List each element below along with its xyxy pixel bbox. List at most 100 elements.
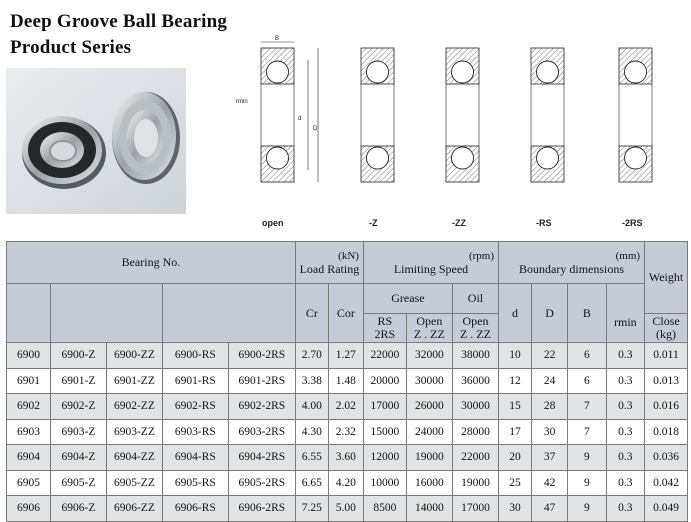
header-d: d xyxy=(498,283,532,343)
label-zz: -ZZ xyxy=(452,218,466,228)
shielded-bearing xyxy=(112,92,180,184)
dim-unit: (mm) xyxy=(615,249,641,262)
cell-open: 6905 xyxy=(6,469,51,496)
label-z: -Z xyxy=(369,218,378,228)
header-shields-empty xyxy=(49,283,163,343)
grease-open-label: Open xyxy=(416,314,443,328)
cell-cor: 1.27 xyxy=(327,342,364,369)
cell-seal-rs: 6903-RS xyxy=(161,418,229,445)
cell-d: 10 xyxy=(498,342,532,369)
cell-seal-2rs: 6901-2RS xyxy=(227,367,296,394)
section-open: B d D rmin open xyxy=(236,36,319,228)
cell-b: 7 xyxy=(567,418,607,445)
cell-shield-z: 6900-Z xyxy=(49,342,107,369)
cell-weight: 0.042 xyxy=(644,469,688,496)
dim-big-d-label: D xyxy=(313,126,318,132)
cell-open: 6903 xyxy=(6,418,51,445)
cell-cor: 5.00 xyxy=(327,495,364,522)
cell-b: 7 xyxy=(567,393,607,420)
header-oil-open: Open Z . ZZ xyxy=(451,313,500,343)
cell-d: 12 xyxy=(498,367,532,394)
cell-shield-z: 6903-Z xyxy=(49,418,107,445)
cell-oil-open: 17000 xyxy=(451,495,500,522)
cell-d: 17 xyxy=(498,418,532,445)
cell-big-d: 24 xyxy=(530,367,569,394)
bearing-photo xyxy=(6,68,186,214)
header-boundary-dimensions: (mm) Boundary dimensions xyxy=(498,241,646,284)
cell-shield-z: 6901-Z xyxy=(49,367,107,394)
rs-label: RS xyxy=(377,314,393,328)
cell-seal-2rs: 6903-2RS xyxy=(227,418,296,445)
cell-d: 15 xyxy=(498,393,532,420)
label-2rs: -2RS xyxy=(622,218,643,228)
section-rs: -RS xyxy=(530,47,565,228)
header-load-rating: (kN) Load Rating xyxy=(294,241,364,284)
title-line-1: Deep Groove Ball Bearing xyxy=(10,11,228,32)
header-seals-empty xyxy=(161,283,296,343)
sealed-bearing xyxy=(22,116,106,189)
header-weight: Weight xyxy=(644,241,688,314)
cell-shield-zz: 6900-ZZ xyxy=(105,342,163,369)
rmin-label: rmin xyxy=(614,314,637,329)
grease-zzz-label: Z . ZZ xyxy=(413,327,445,341)
cell-weight: 0.049 xyxy=(644,495,688,522)
cell-weight: 0.016 xyxy=(644,393,688,420)
cell-grease-rs: 17000 xyxy=(362,393,407,420)
cell-oil-open: 38000 xyxy=(451,342,500,369)
cell-shield-zz: 6906-ZZ xyxy=(105,495,163,522)
cell-grease-rs: 12000 xyxy=(362,444,407,471)
cell-seal-2rs: 6900-2RS xyxy=(227,342,296,369)
cell-grease-open: 16000 xyxy=(405,469,453,496)
cell-big-d: 28 xyxy=(530,393,569,420)
cell-cr: 4.00 xyxy=(294,393,329,420)
header-close-kg: Close (kg) xyxy=(644,313,688,343)
cell-grease-rs: 10000 xyxy=(362,469,407,496)
cell-oil-open: 22000 xyxy=(451,444,500,471)
page-title: Deep Groove Ball Bearing Product Series xyxy=(10,9,227,61)
cell-cor: 1.48 xyxy=(327,367,364,394)
cell-oil-open: 19000 xyxy=(451,469,500,496)
cell-seal-2rs: 6904-2RS xyxy=(227,444,296,471)
cell-d: 25 xyxy=(498,469,532,496)
cell-rmin: 0.3 xyxy=(605,367,646,394)
cell-shield-z: 6905-Z xyxy=(49,469,107,496)
speed-label: Limiting Speed xyxy=(393,261,469,276)
cell-b: 9 xyxy=(567,495,607,522)
cell-big-d: 37 xyxy=(530,444,569,471)
cell-rmin: 0.3 xyxy=(605,495,646,522)
cross-section-diagram: B d D rmin open -Z -ZZ xyxy=(236,36,653,228)
cell-shield-zz: 6901-ZZ xyxy=(105,367,163,394)
cell-shield-z: 6904-Z xyxy=(49,444,107,471)
cell-grease-open: 24000 xyxy=(405,418,453,445)
load-unit: (kN) xyxy=(338,249,359,262)
dim-rmin-label: rmin xyxy=(236,99,248,105)
cell-rmin: 0.3 xyxy=(605,418,646,445)
cell-cr: 2.70 xyxy=(294,342,329,369)
cell-seal-rs: 6902-RS xyxy=(161,393,229,420)
cell-seal-rs: 6900-RS xyxy=(161,342,229,369)
cell-grease-open: 14000 xyxy=(405,495,453,522)
cell-cor: 3.60 xyxy=(327,444,364,471)
cell-b: 9 xyxy=(567,444,607,471)
label-open: open xyxy=(262,218,284,228)
cell-cr: 3.38 xyxy=(294,367,329,394)
cell-rmin: 0.3 xyxy=(605,444,646,471)
dim-small-d-label: d xyxy=(298,116,301,122)
cell-shield-zz: 6903-ZZ xyxy=(105,418,163,445)
cell-open: 6902 xyxy=(6,393,51,420)
cell-shield-zz: 6902-ZZ xyxy=(105,393,163,420)
speed-unit: (rpm) xyxy=(468,249,495,262)
section-zz: -ZZ xyxy=(445,47,480,228)
cell-open: 6904 xyxy=(6,444,51,471)
cell-cor: 4.20 xyxy=(327,469,364,496)
cell-rmin: 0.3 xyxy=(605,469,646,496)
header-bearing-no: Bearing No. xyxy=(6,241,296,284)
cell-grease-rs: 8500 xyxy=(362,495,407,522)
cell-b: 6 xyxy=(567,367,607,394)
header-cor: Cor xyxy=(327,283,364,343)
cell-shield-zz: 6905-ZZ xyxy=(105,469,163,496)
